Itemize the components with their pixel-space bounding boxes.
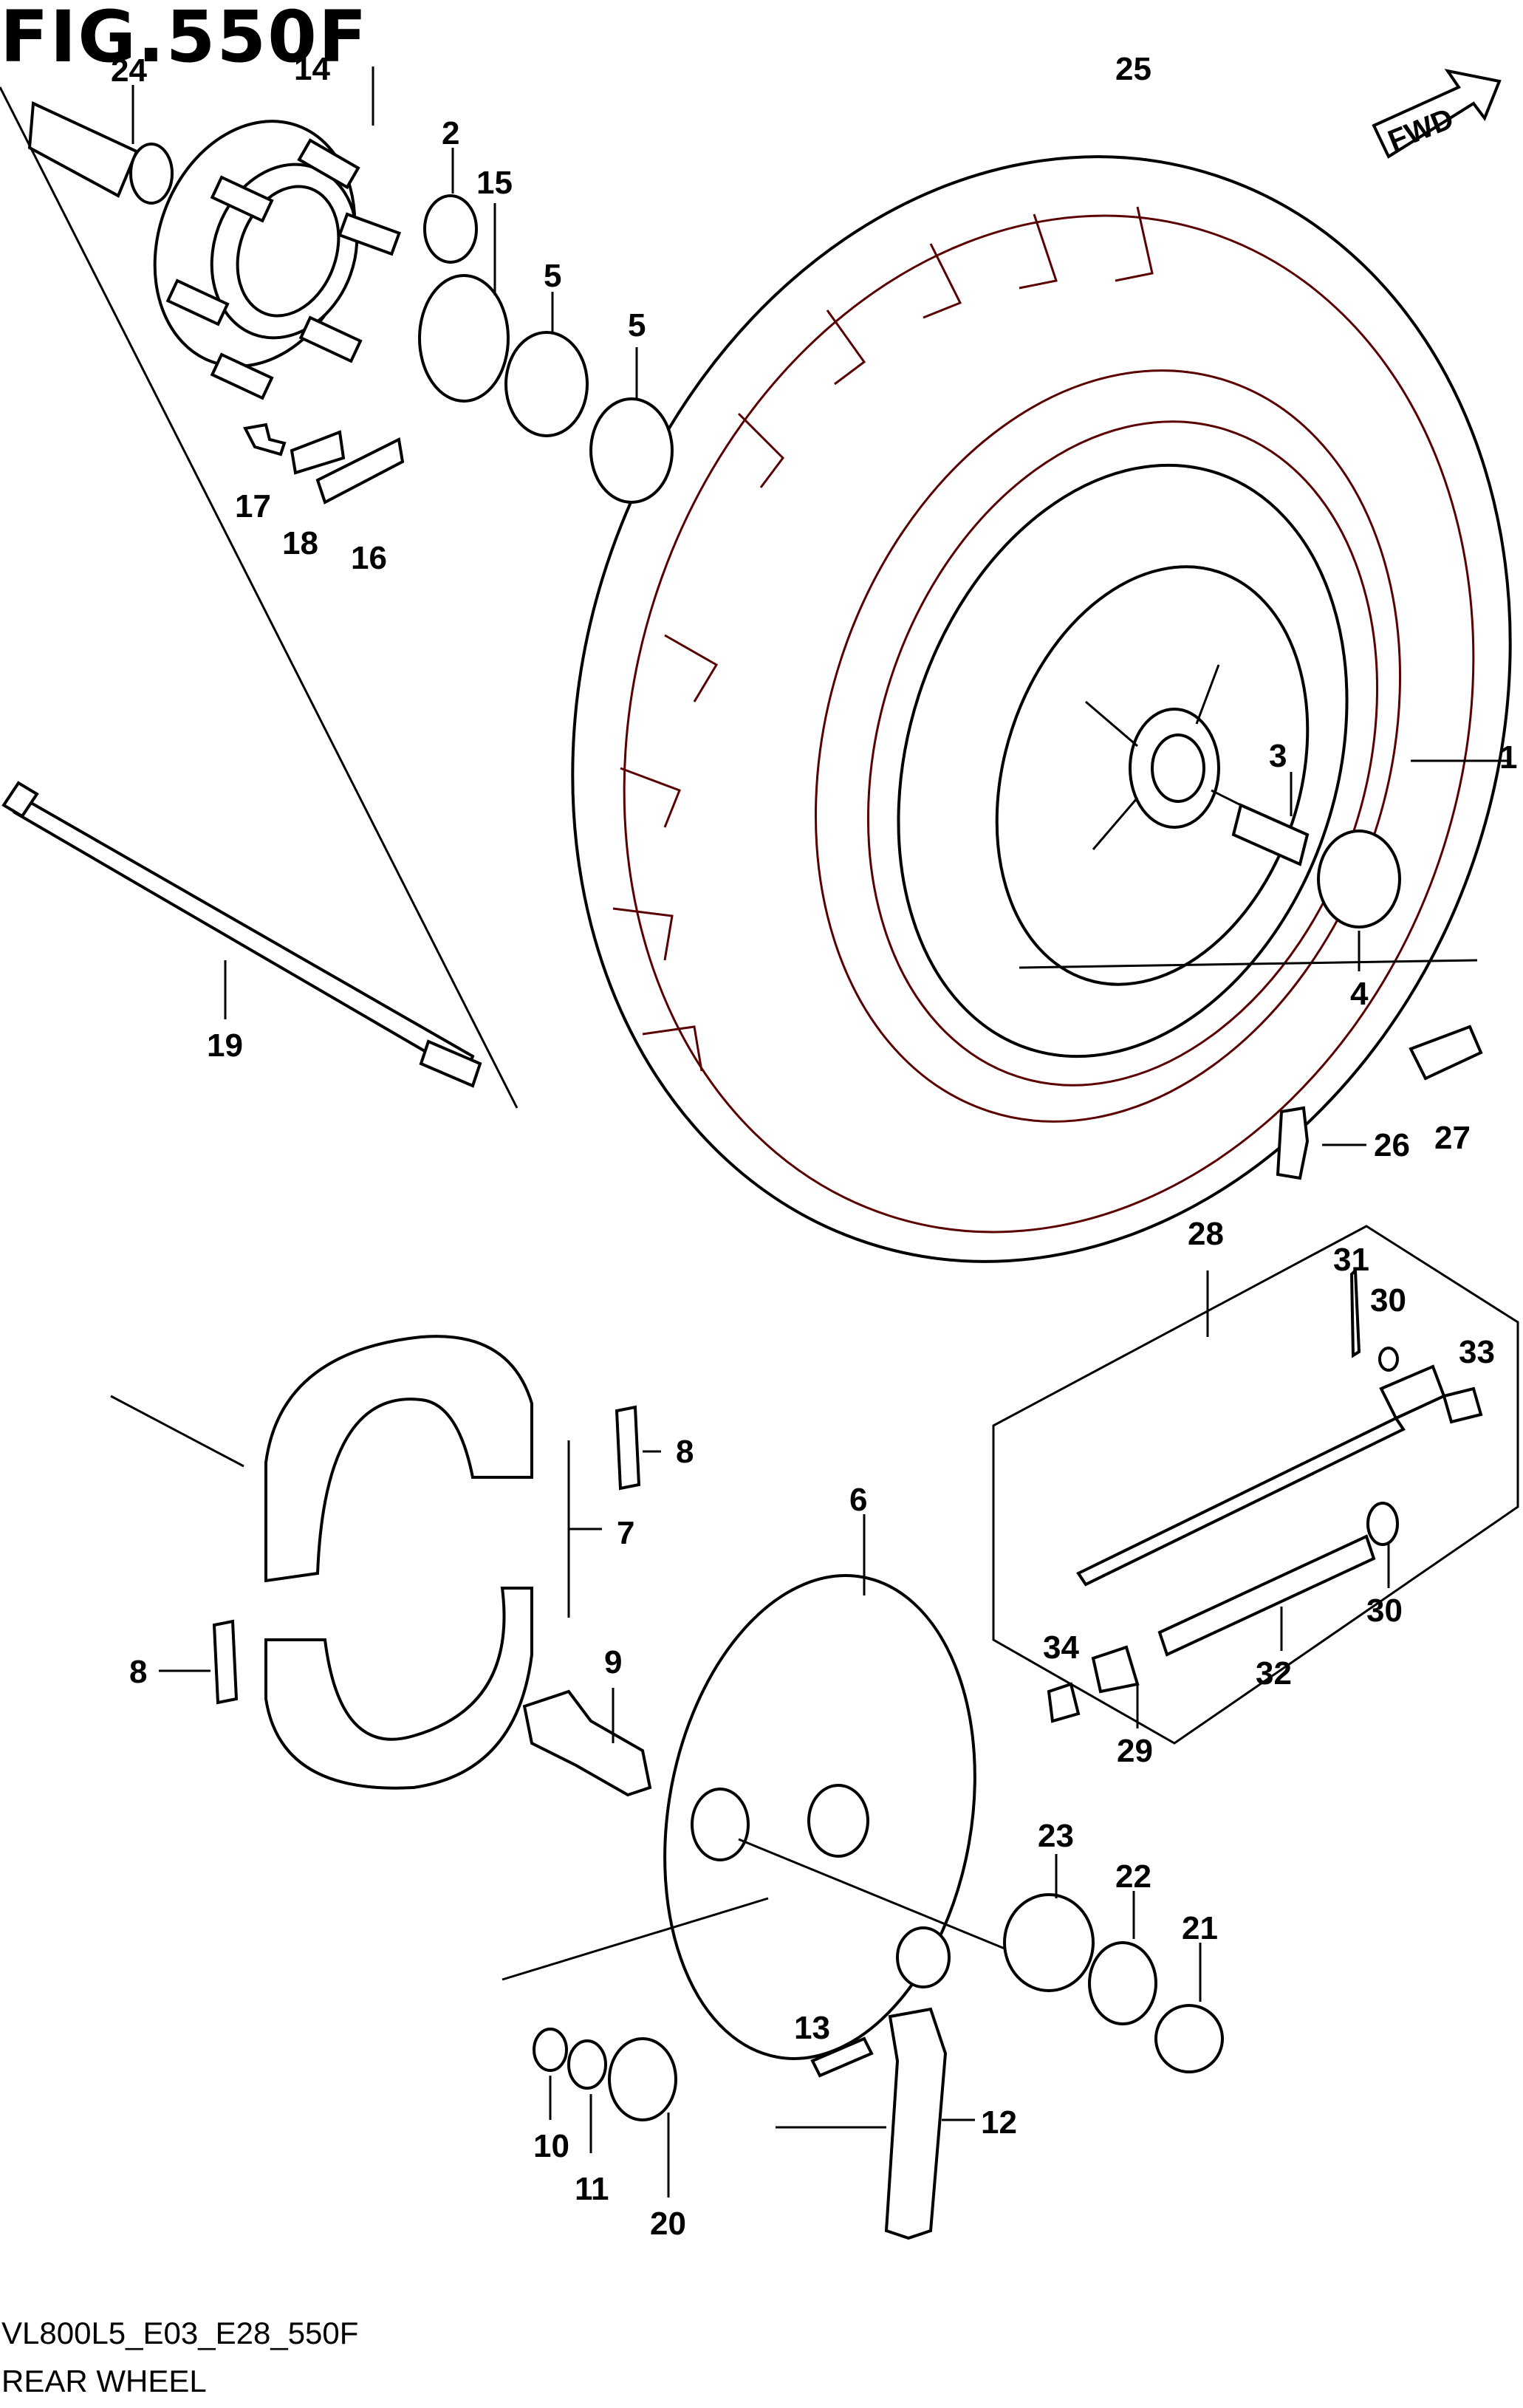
figure-code: VL800L5_E03_E28_550F [1,2316,359,2350]
callout-label: 31 [1333,1242,1369,1278]
callout-label: 19 [207,1027,243,1064]
valve-26 [1276,1106,1310,1180]
callout-label: 25 [1115,51,1151,87]
bearing-5a [504,331,589,437]
washer-11 [567,2039,607,2090]
hub-assembly [153,120,402,400]
callout-label: 5 [628,307,646,343]
callout-label: 22 [1115,1858,1151,1895]
rear-axle [1,781,482,1088]
spacer-3 [1231,803,1310,866]
spacer-23 [1003,1893,1095,1992]
spring-20 [608,2037,677,2121]
callout-label: 11 [575,2171,609,2207]
collar-2 [423,194,478,264]
washer-22 [1088,1941,1157,2025]
o-ring-15 [418,274,510,403]
callout-label: 23 [1038,1818,1074,1854]
callout-label: 28 [1188,1216,1224,1252]
callout-label: 3 [1269,738,1287,774]
brake-rod-set [992,1225,1519,1745]
nut-21 [1154,2004,1224,2073]
figure-name: REAR WHEEL [1,2364,207,2398]
callout-label: 6 [849,1482,867,1518]
fwd-arrow-icon: FWD [1372,69,1502,159]
callout-label: 20 [650,2206,686,2242]
brake-panel [663,1514,1009,2060]
callout-label: 2 [442,115,459,151]
callout-label: 7 [617,1515,634,1551]
brake-arm-12 [884,2007,948,2240]
bolt-13 [810,2036,874,2078]
hub-leader-triangle [0,86,518,1109]
callout-label: 13 [794,2010,830,2046]
callout-label: 18 [282,525,318,561]
callout-label: 12 [981,2104,1017,2141]
bearing-4 [1317,830,1401,928]
callout-label: 9 [604,1644,622,1680]
callout-label: 8 [676,1434,694,1470]
callout-label: 29 [1117,1733,1153,1769]
callout-label: 4 [1350,976,1369,1012]
callout-label: 34 [1043,1629,1079,1666]
figure-title: FIG.550F [0,0,369,78]
washer-18 [290,430,346,475]
spring-8a [615,1405,641,1491]
callout-label: 10 [533,2128,569,2164]
brake-shoes [110,1335,602,1790]
callout-label: 16 [351,540,387,576]
callout-label: 33 [1459,1334,1495,1370]
spring-8b [212,1619,239,1705]
callout-label: 14 [294,51,330,87]
callout-label: 21 [1182,1910,1218,1946]
callout-label: 27 [1434,1120,1471,1156]
callout-label: 17 [235,488,271,524]
plate-16 [315,437,405,504]
rear-wheel-rim [897,463,1510,1058]
bearing-5b [589,397,674,504]
callout-label: 1 [1499,739,1517,776]
callout-label: 30 [1370,1282,1406,1318]
bolt-17 [242,423,287,456]
callout-label: 32 [1256,1655,1292,1692]
cam-9 [522,1689,652,1797]
callout-label: 30 [1366,1593,1403,1629]
callout-label: 24 [111,52,147,89]
circlip-10 [533,2028,568,2072]
callout-label: 8 [129,1654,147,1690]
cap-27 [1409,1025,1483,1081]
callout-label: 5 [544,258,561,294]
callout-label: 15 [476,165,513,201]
callout-label: 26 [1374,1127,1410,1163]
callout-labels: 1 2 3 4 5 5 6 7 8 8 9 10 11 12 13 14 15 … [111,51,1517,2242]
spacer-24 [27,85,174,205]
